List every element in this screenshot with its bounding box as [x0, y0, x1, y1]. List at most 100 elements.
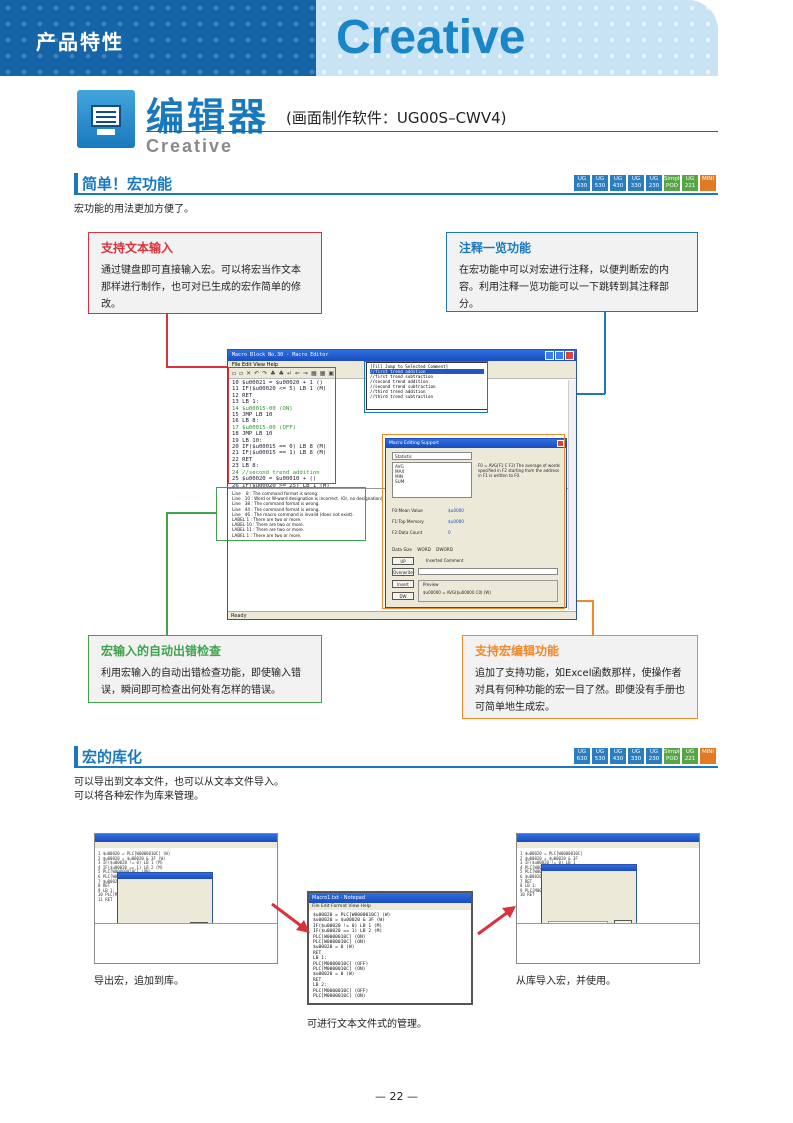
page-title: 编辑器 — [146, 95, 270, 139]
maximize-icon[interactable] — [555, 351, 564, 360]
header-category-band: 产品特性 — [0, 0, 316, 76]
text-line: PLC[M0000010C] (ON) — [313, 967, 366, 973]
parameter-values[interactable]: $u0000 $u0000 0 — [448, 505, 464, 538]
model-badges: UG 630 UG 530 UG 430 UG 330 UG 230 Simpl… — [574, 175, 716, 191]
field-label: F2:Data Count — [392, 530, 423, 535]
notepad-menu[interactable]: File Edit Format View Help — [309, 903, 471, 910]
page-subtitle: (画面制作软件：UG00S–CWV4) — [286, 109, 507, 127]
callout-body: 通过键盘即可直接输入宏。可以将宏当作文本那样进行制作，也可对已生成的宏作简单的修… — [101, 265, 301, 310]
error-line: LABEL 11 : There are two or more. — [232, 527, 305, 533]
callout-edit-support: 支持宏编辑功能 追加了支持功能，如Excel函数那样，使操作者对具有何种功能的宏… — [462, 635, 698, 719]
function-item: AVG — [395, 464, 404, 469]
text-line: IF($u00020 == 1) LB 2 (M) — [313, 929, 383, 935]
text-line: LB 2: — [313, 983, 327, 989]
title-divider — [146, 131, 718, 132]
error-line: Line 44 : The command format is wrong. — [232, 506, 320, 512]
export-screenshot: 1 $u00020 = PLC[W0000010C] (W) 2 $u00020… — [94, 833, 278, 964]
comment-item: //third trend addition — [370, 389, 426, 394]
preview-label: Preview — [423, 582, 439, 587]
window-title: Macro Block No.30 - Macro Editor — [232, 352, 329, 358]
notepad-text[interactable]: $u00020 = PLC[W0000010C] (W) $u00020 = $… — [313, 913, 390, 1000]
connector-green — [166, 512, 216, 514]
text-line: RET — [313, 977, 322, 983]
highlight-text-input — [228, 367, 336, 484]
error-line: LABEL 10 : There are two or more. — [232, 522, 305, 528]
macro-code[interactable]: 10 $u00021 = $u00020 + 1 () 11 IF($u0002… — [232, 380, 382, 495]
callout-title: 宏输入的自动出错检查 — [101, 644, 222, 658]
comment-item: //first trend addition — [370, 369, 484, 374]
data-size-options[interactable]: Data Size WORD DWORD — [392, 547, 453, 552]
comment-list-dropdown[interactable]: [Fill Jump to Selected Comment] //first … — [366, 362, 488, 410]
code-line: 13 LB 1: — [232, 399, 259, 406]
connector-blue — [604, 312, 606, 394]
model-badge: UG 530 — [592, 175, 608, 191]
section-library-desc1: 可以导出到文本文件，也可以从文本文件导入。 — [74, 777, 284, 788]
function-description: F0 = AVG(F1 C F2) The average of words s… — [478, 463, 560, 478]
connector-orange — [563, 600, 593, 602]
section-macro-desc: 宏功能的用法更加方便了。 — [74, 204, 194, 215]
window-titlebar: Macro Block No.30 - Macro Editor — [228, 350, 576, 361]
close-icon[interactable] — [557, 440, 564, 447]
callout-title: 注释一览功能 — [459, 241, 532, 255]
menu-bar — [517, 842, 699, 848]
error-pane-thumb — [517, 923, 699, 963]
menu-bar — [95, 842, 277, 848]
text-line: PLC[W0000010C] (ON) — [313, 934, 366, 940]
code-line: 26 IF($u00020 >= 25) LB 1 (M) — [232, 482, 330, 489]
code-line: 14 $u00015-00 (ON) — [232, 405, 293, 412]
model-badge: UG 330 — [628, 748, 644, 764]
inserted-comment-label: Inserted Comment — [426, 558, 464, 563]
callout-title: 支持文本输入 — [101, 241, 174, 255]
error-line: Line 8 : The command format is wrong. — [232, 491, 319, 496]
callout-comment-list: 注释一览功能 在宏功能中可以对宏进行注释，以便判断宏的内容。利用注释一览功能可以… — [446, 232, 698, 312]
error-line: Line 46 : The macro command is invalid (… — [232, 511, 354, 517]
comment-item: //third trend subtraction — [370, 394, 434, 399]
model-badge: Simple POD — [664, 748, 683, 764]
code-line: 25 $u00020 = $u00010 + () — [232, 476, 317, 483]
caption-import: 从库导入宏，并使用。 — [516, 976, 616, 987]
monitor-icon — [77, 90, 135, 148]
preview-box: Preview $u00000 = AVG($u00000 C0) (W) — [418, 580, 558, 602]
comment-item: //second trend subtraction — [370, 384, 436, 389]
field-value: $u0000 — [448, 519, 464, 524]
code-line: 20 IF($u00015 == 0) LB 8 (M) — [232, 444, 327, 451]
dialog-title: Macro Editing Support — [386, 439, 566, 448]
callout-title: 支持宏编辑功能 — [475, 644, 560, 658]
connector-red — [166, 366, 228, 368]
field-value: $u0000 — [448, 508, 464, 513]
window-titlebar — [95, 834, 277, 842]
function-item: MIN — [395, 474, 403, 479]
callout-text-input: 支持文本输入 通过键盘即可直接输入宏。可以将宏当作文本那样进行制作，也可对已生成… — [88, 232, 322, 314]
preview-text: $u00000 = AVG($u00000 C0) (W) — [423, 590, 491, 595]
up-button[interactable]: UP — [392, 557, 414, 565]
highlight-comment-list — [364, 361, 488, 413]
error-line: LABEL 1 : There are two or more. — [232, 532, 302, 538]
code-line: 21 IF($u00015 == 1) LB 8 (M) — [232, 450, 327, 457]
text-line: $u00020 = 0 (W) — [313, 972, 355, 978]
function-list[interactable]: AVG MAX MIN SUM — [392, 462, 472, 498]
callout-auto-check: 宏输入的自动出错检查 利用宏输入的自动出错检查功能，即使输入错误，瞬间即可检查出… — [88, 635, 322, 703]
connector-orange — [592, 600, 594, 636]
model-badge: UG 221 — [682, 748, 698, 764]
close-icon[interactable] — [565, 351, 574, 360]
code-line: 24 //second trend addition — [232, 469, 320, 476]
caption-export: 导出宏，追加到库。 — [94, 976, 184, 987]
macro-editing-support-dialog: Macro Editing Support Statistic AVG MAX … — [385, 438, 567, 608]
overwrite-button[interactable]: Overwrite — [392, 568, 414, 576]
section-macro-title: 简单！宏功能 — [82, 175, 173, 193]
notepad-screenshot: Macro1.txt - Notepad File Edit Format Vi… — [307, 891, 473, 1005]
insert-button[interactable]: Insert — [392, 580, 414, 588]
dw-button[interactable]: DW — [392, 592, 414, 600]
inserted-comment-input[interactable] — [418, 568, 558, 575]
code-line: 17 $u00015-00 (OFF) — [232, 424, 296, 431]
code-line: 16 LB 8: — [232, 418, 259, 425]
field-label: F1:Top Memory — [392, 519, 424, 524]
vertical-scrollbar[interactable] — [568, 380, 576, 610]
header-brand: Creative — [336, 11, 526, 64]
category-select[interactable]: Statistic — [392, 452, 472, 460]
text-line: LB 1: — [313, 956, 327, 962]
minimize-icon[interactable] — [545, 351, 554, 360]
error-line: Line 10 : Word or W-word designation is … — [232, 496, 383, 502]
macro-editor-screenshot: Macro Block No.30 - Macro Editor File Ed… — [227, 349, 577, 620]
comment-dropdown-label: [Fill Jump to Selected Comment] — [370, 364, 449, 369]
